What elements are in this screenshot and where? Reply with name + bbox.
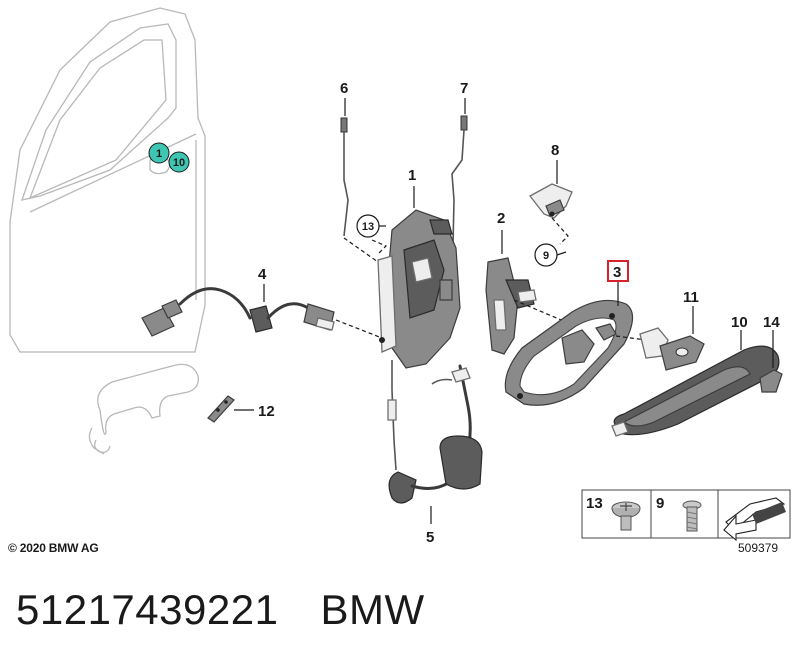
part-2-carrier [485, 257, 537, 355]
brand-name: BMW [320, 586, 425, 633]
callout-11: 11 [683, 289, 699, 306]
torx-pan-screw-icon [611, 501, 641, 531]
callout-2: 2 [497, 210, 505, 227]
callout-8: 8 [551, 142, 559, 159]
callout-7: 7 [460, 80, 468, 97]
copyright-notice: © 2020 BMW AG [8, 541, 99, 555]
svg-text:9: 9 [543, 250, 549, 262]
door-marker-10: 10 [168, 151, 190, 173]
legend-label-9: 9 [656, 495, 664, 512]
part-number: 51217439221 [16, 586, 279, 633]
part-12-gasket [207, 395, 235, 423]
callout-1: 1 [408, 167, 416, 184]
part-7-rod [451, 115, 468, 291]
svg-text:10: 10 [173, 157, 185, 169]
part-4-wiring-harness [141, 287, 335, 337]
part-5-bowden-cable [387, 360, 483, 504]
part-11-cylinder-cover [639, 327, 705, 371]
callout-5: 5 [426, 529, 434, 546]
part-3-handle-carrier [504, 299, 634, 406]
callout-14: 14 [763, 314, 780, 331]
circled-callout-13: 13 [356, 214, 380, 238]
diagram-reference-number: 509379 [738, 541, 779, 555]
hardware-legend-box: 13 9 [581, 489, 791, 542]
callout-6: 6 [340, 80, 348, 97]
callout-3: 3 [613, 264, 621, 281]
part-6-rod [340, 117, 349, 237]
legend-label-13: 13 [586, 495, 603, 512]
callout-4: 4 [258, 266, 267, 283]
callout-10: 10 [731, 314, 748, 331]
svg-text:1: 1 [156, 148, 162, 160]
part-10-outer-handle [611, 345, 780, 437]
torx-bolt-icon [682, 500, 702, 532]
part-number-caption: 51217439221 BMW [16, 586, 425, 634]
installation-arrow-icon [723, 497, 786, 542]
exploded-parts-diagram: 1 10 12 4 6 7 [9, 7, 791, 546]
handle-outline-ghost [88, 363, 199, 455]
part-8-bracket [529, 183, 573, 219]
door-marker-1: 1 [148, 142, 170, 164]
part-1-door-lock [377, 209, 461, 369]
circled-callout-9: 9 [534, 243, 558, 267]
part-14-cap [759, 369, 783, 393]
svg-text:13: 13 [362, 221, 374, 233]
callout-3-highlight-box [607, 260, 629, 282]
callout-12: 12 [258, 403, 275, 420]
